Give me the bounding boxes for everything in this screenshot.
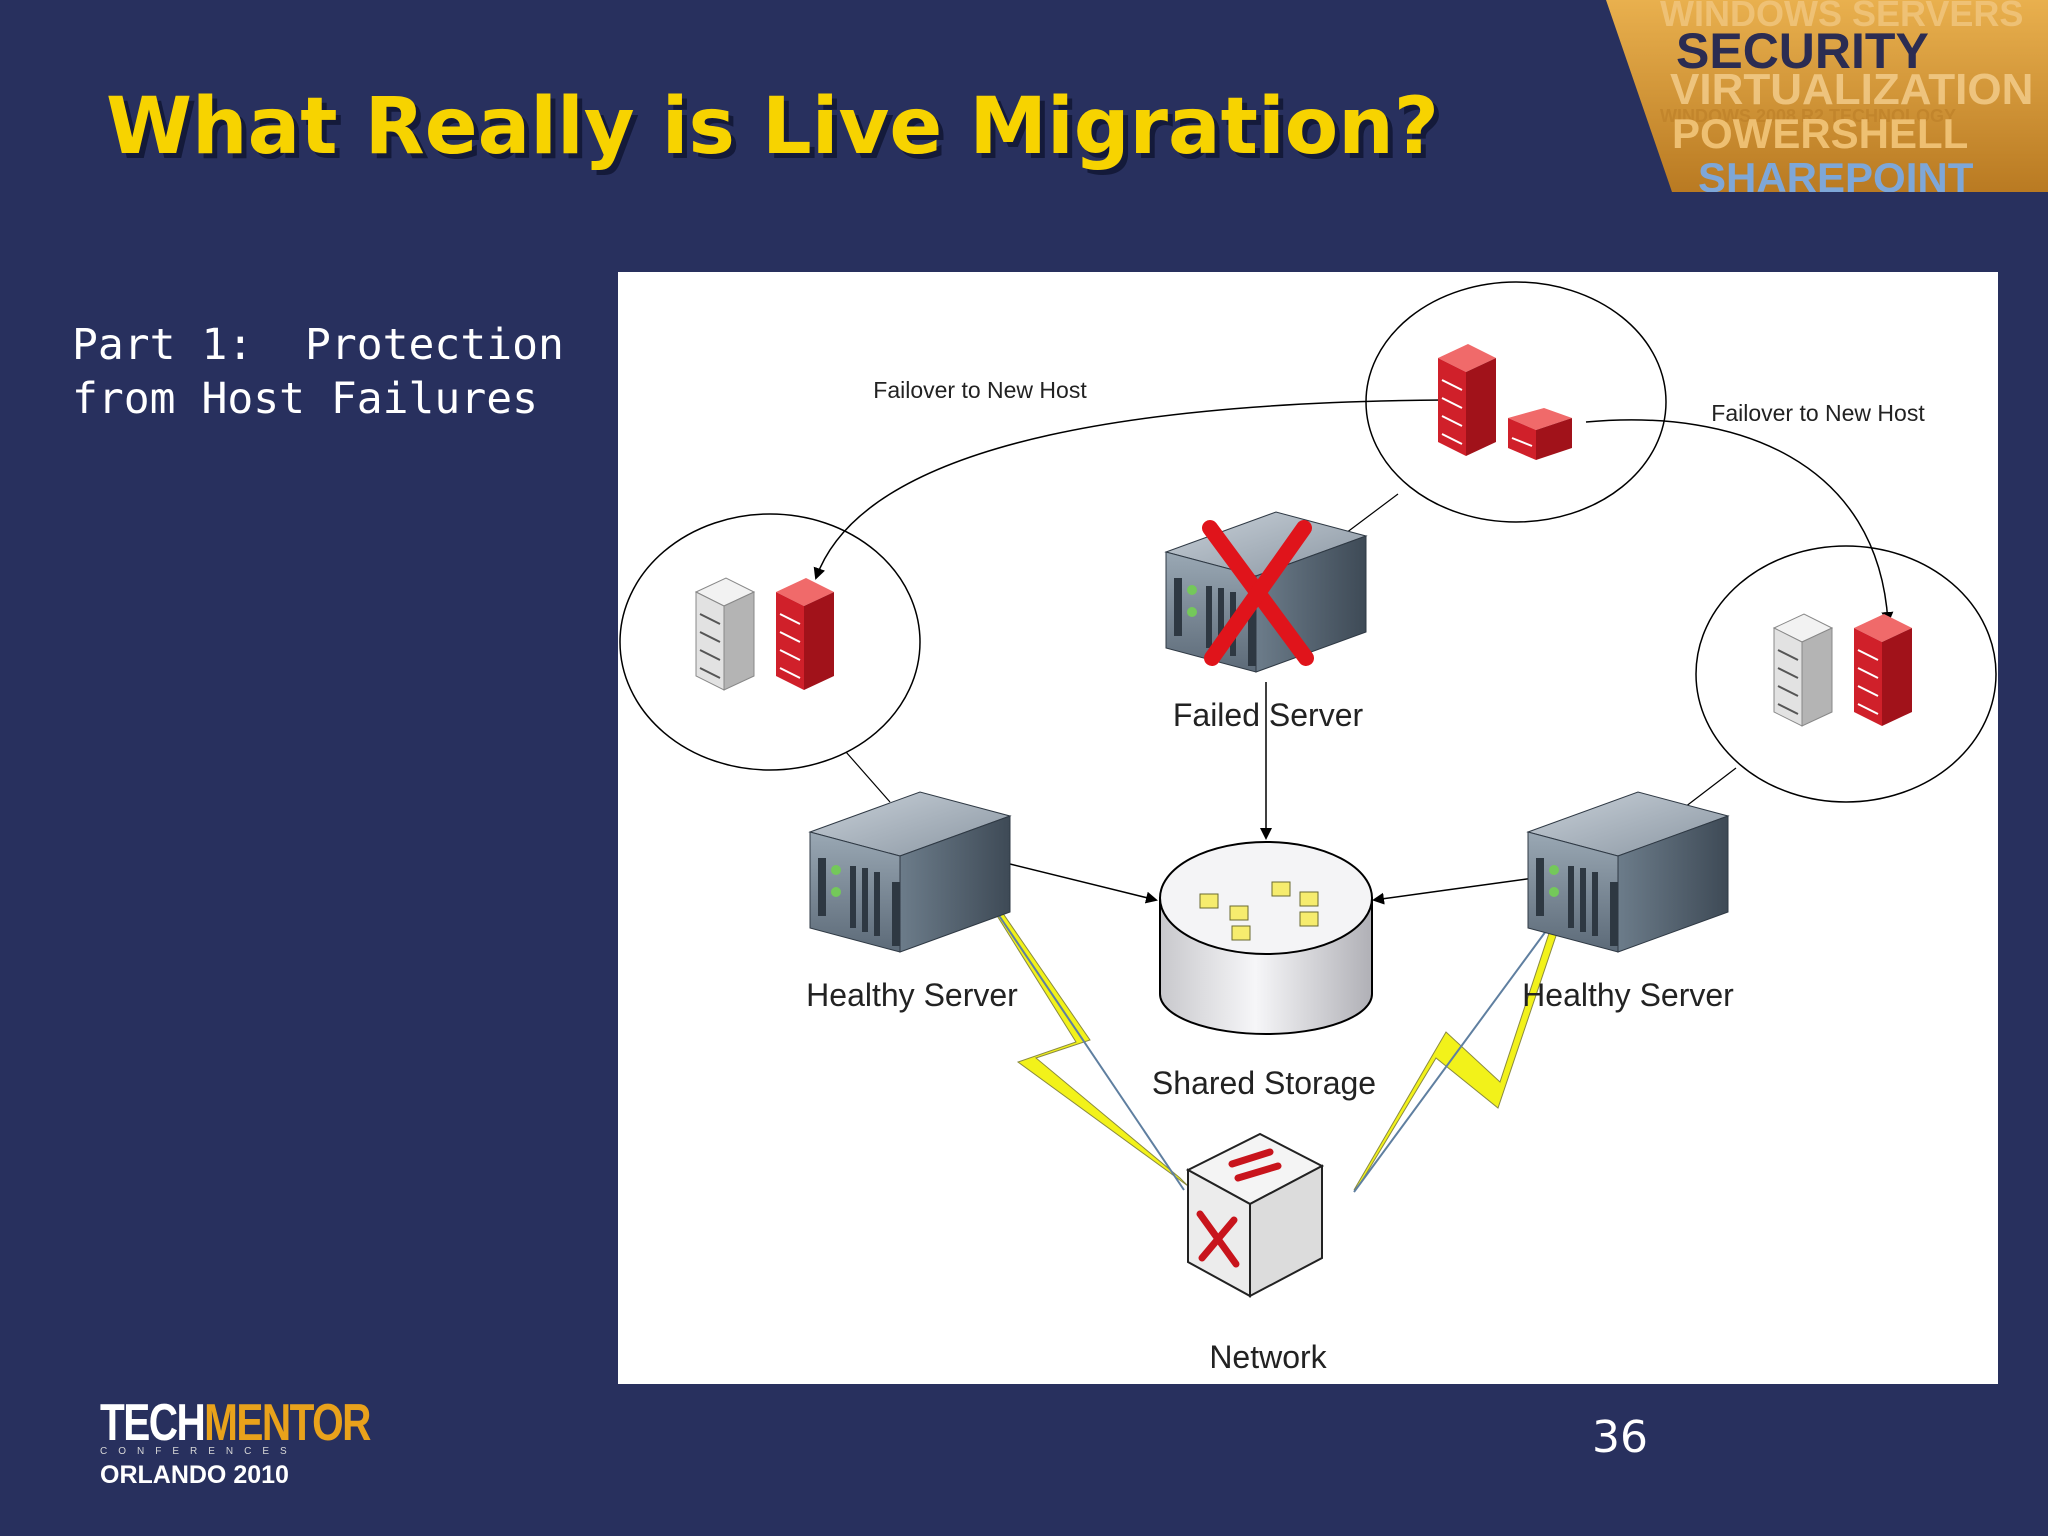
- failover-diagram: Failover to New Host Failover to New Hos…: [618, 272, 1998, 1384]
- healthy-server-right-label: Healthy Server: [1522, 977, 1734, 1013]
- subtitle-text: Part 1: Protection from Host Failures: [72, 318, 564, 426]
- failed-server-label: Failed Server: [1173, 697, 1364, 733]
- banner-word-5: POWERSHELL: [1672, 110, 1968, 157]
- logo-wordmark: TECHMENTOR: [100, 1397, 371, 1449]
- failover-label-left: Failover to New Host: [873, 377, 1087, 403]
- network-wire-left: [997, 913, 1185, 1191]
- healthy-server-right-icon: [1526, 791, 1730, 953]
- logo-subtitle: CONFERENCES: [100, 1446, 298, 1457]
- banner-word-2: SECURITY: [1676, 23, 1929, 79]
- logo-tech: TECH: [100, 1394, 206, 1452]
- top-red-vm-stack: [1438, 344, 1496, 456]
- right-white-vm-stack: [1772, 613, 1834, 727]
- banner-word-3: VIRTUALIZATION: [1670, 65, 2033, 114]
- banner-word-4: WINDOWS 2008 R2 TECHNOLOGY: [1660, 106, 1956, 126]
- slide-title: What Really is Live Migration?: [106, 82, 1440, 172]
- failover-arrow-right: [1585, 419, 1894, 624]
- arrow-right-to-storage: [1372, 877, 1535, 905]
- logo-mentor: MENTOR: [204, 1394, 371, 1452]
- shared-storage-icon: [1159, 841, 1373, 1035]
- banner-word-6: SHAREPOINT: [1698, 154, 1974, 192]
- logo-city: ORLANDO 2010: [100, 1461, 289, 1489]
- techmentor-logo: TECHMENTOR CONFERENCES ORLANDO 2010: [100, 1397, 371, 1498]
- topic-banner: WINDOWS SERVERS SECURITY VIRTUALIZATION …: [1600, 0, 2048, 192]
- failover-arrow-left: [813, 399, 1445, 580]
- network-switch-icon: [1185, 1132, 1325, 1298]
- healthy-server-left-label: Healthy Server: [806, 977, 1018, 1013]
- left-red-vm-stack: [776, 578, 834, 690]
- network-label: Network: [1209, 1339, 1327, 1375]
- top-red-small-server: [1508, 408, 1572, 460]
- failed-x-mark: [1202, 520, 1314, 666]
- top-vm-group-circle: [1365, 281, 1667, 523]
- network-wire-right: [1353, 911, 1561, 1193]
- right-red-vm-stack: [1854, 614, 1912, 726]
- page-number: 36: [1592, 1412, 1648, 1463]
- shared-storage-label: Shared Storage: [1152, 1065, 1376, 1101]
- left-vm-group-circle: [619, 513, 921, 771]
- subtitle-line-2: from Host Failures: [72, 374, 538, 424]
- failover-label-right: Failover to New Host: [1711, 400, 1925, 426]
- healthy-server-left-icon: [808, 791, 1012, 953]
- left-white-vm-stack: [694, 577, 756, 691]
- banner-word-1: WINDOWS SERVERS: [1660, 0, 2023, 34]
- subtitle-line-1: Part 1: Protection: [72, 320, 564, 370]
- connector-left: [845, 751, 891, 803]
- arrow-left-to-storage: [1009, 863, 1158, 904]
- right-vm-group-circle: [1695, 545, 1997, 803]
